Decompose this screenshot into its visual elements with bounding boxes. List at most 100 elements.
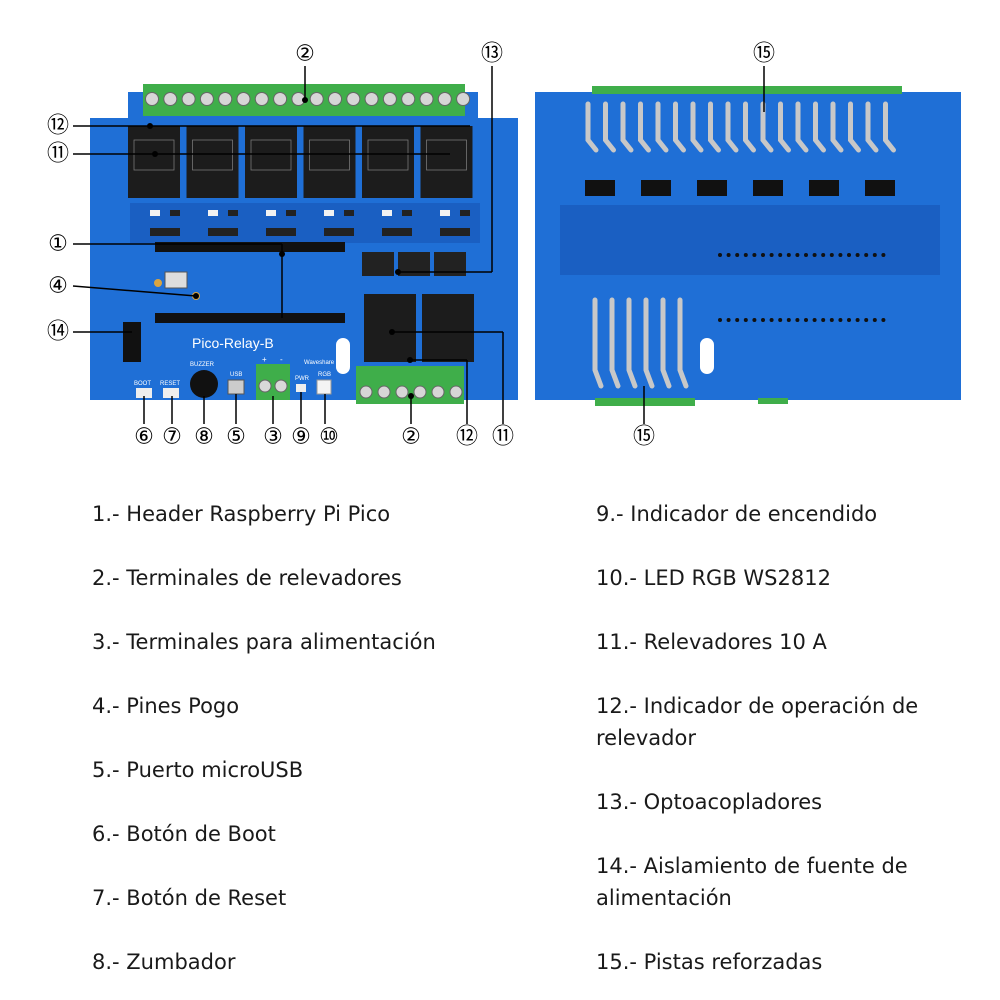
legend-item-9: 9.- Indicador de encendido: [596, 502, 878, 526]
board-name: Pico-Relay-B: [192, 335, 274, 351]
header-hole: [786, 318, 791, 322]
relay-6: [420, 126, 473, 198]
resistor: [170, 210, 180, 216]
header-hole: [735, 318, 740, 322]
callout-5: ⑤: [226, 425, 246, 450]
reinforced-trace: [592, 297, 604, 389]
power-terminal-screw: [258, 379, 272, 393]
power-terminal-screw: [274, 379, 288, 393]
back-top-terminal-edge: [592, 86, 902, 94]
callout-1: ①: [48, 232, 68, 257]
callout-8: ⑧: [194, 425, 214, 450]
reinforced-trace: [638, 101, 651, 153]
back-bottom-terminal-edge: [758, 398, 788, 404]
header-hole: [838, 253, 843, 257]
label-buzzer: BUZZER: [190, 362, 215, 368]
relay-5: [362, 126, 414, 198]
resistor: [460, 210, 470, 216]
relay-marking: [133, 139, 175, 171]
label-rgb: RGB: [318, 372, 331, 378]
label-plus: +: [262, 355, 267, 364]
callout-dot: [407, 357, 413, 363]
relay-indicator-led: [324, 210, 334, 216]
label-boot: BOOT: [134, 381, 151, 387]
callout-dot: [302, 97, 308, 103]
boot-button: [136, 388, 152, 398]
callout-9: ⑨: [291, 425, 311, 450]
header-hole: [769, 253, 774, 257]
header-hole: [812, 318, 817, 322]
legend-item-15: 15.- Pistas reforzadas: [596, 950, 823, 974]
relay-solder-pad: [585, 180, 615, 196]
legend-item-3: 3.- Terminales para alimentación: [92, 630, 436, 654]
header-hole: [718, 318, 722, 322]
legend-left-column: 1.- Header Raspberry Pi Pico 2.- Termina…: [92, 498, 562, 978]
callout-12-top: ⑫: [47, 114, 69, 139]
transistor: [324, 228, 354, 236]
reinforced-trace: [690, 101, 704, 153]
terminal-screw: [401, 92, 416, 106]
reinforced-traces: [585, 101, 896, 389]
reinforced-trace: [708, 101, 721, 153]
relay-solder-pad: [641, 180, 671, 196]
header-hole: [855, 253, 860, 257]
header-hole: [786, 253, 791, 257]
terminal-screw: [359, 385, 373, 399]
label-minus: -: [280, 355, 283, 364]
relay-indicator-led: [440, 210, 450, 216]
callout-dot: [395, 269, 401, 275]
header-hole: [761, 253, 765, 257]
terminal-screw: [364, 92, 379, 106]
header-hole: [795, 318, 800, 322]
terminal-screw: [163, 92, 178, 106]
header-hole: [769, 318, 774, 322]
callout-dot: [147, 123, 153, 129]
reinforced-trace: [673, 101, 686, 153]
terminal-screws: [145, 92, 471, 106]
header-hole: [864, 253, 869, 257]
pwr-led: [296, 384, 306, 392]
transistor: [382, 228, 412, 236]
pico-header-bottom: [155, 313, 345, 323]
terminal-screw: [395, 385, 409, 399]
terminal-screw: [199, 92, 214, 106]
relay-solder-pad: [697, 180, 727, 196]
board-diagram: .cn { font-family: "DejaVu Sans", sans-s…: [47, 42, 961, 450]
reinforced-trace: [626, 297, 638, 389]
pogo-pin: [154, 279, 162, 287]
terminal-screw: [254, 92, 269, 106]
header-hole: [847, 253, 851, 257]
callout-2-bottom: ②: [401, 425, 421, 450]
isolation-module: [123, 322, 141, 362]
terminal-screw: [145, 92, 159, 106]
callout-15-top: ⑮: [753, 42, 775, 67]
header-hole: [872, 318, 877, 322]
relay-4: [303, 126, 356, 198]
callout-labels: ② ⑬ ⑮ ⑫ ⑪ ① ④ ⑭ ⑥ ⑦ ⑧ ⑤ ③ ⑨ ⑩ ② ⑫ ⑪ ⑮: [47, 42, 775, 450]
header-hole: [804, 318, 808, 322]
terminal-screw: [456, 92, 471, 106]
back-bottom-terminal-edge: [595, 398, 695, 406]
label-pwr: PWR: [295, 376, 310, 382]
legend-item-14: 14.- Aislamiento de fuente de alimentaci…: [596, 854, 908, 910]
relay-indicator-leds: [150, 210, 470, 236]
reinforced-trace: [620, 101, 634, 153]
callout-dot: [389, 329, 395, 335]
resistor: [344, 210, 354, 216]
header-hole: [855, 318, 860, 322]
transistor: [150, 228, 180, 236]
header-hole: [778, 318, 783, 322]
header-hole: [864, 318, 869, 322]
legend-item-4: 4.- Pines Pogo: [92, 694, 240, 718]
led-strip: [130, 203, 480, 243]
label-reset: RESET: [160, 381, 180, 387]
reinforced-trace: [585, 101, 599, 153]
header-hole: [743, 318, 748, 322]
header-hole: [752, 253, 757, 257]
header-hole: [881, 318, 886, 322]
callout-12-bottom: ⑫: [456, 425, 478, 450]
terminal-screw: [382, 92, 397, 106]
header-hole: [838, 318, 843, 322]
header-hole: [726, 253, 731, 257]
relay-marking: [250, 139, 292, 171]
